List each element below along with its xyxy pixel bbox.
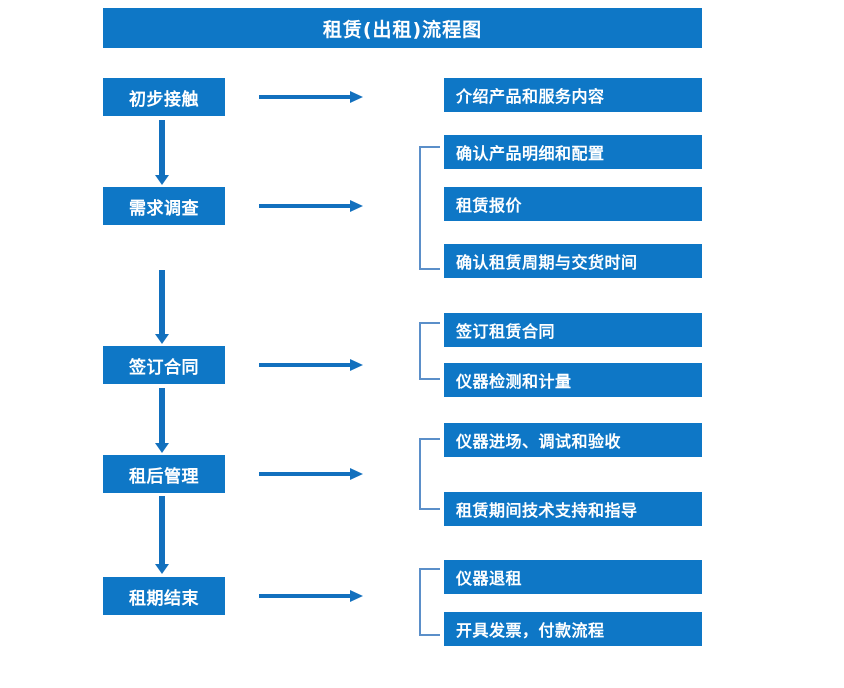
detail-node-3[interactable]: 租赁报价 xyxy=(444,187,702,221)
detail-node-10[interactable]: 开具发票，付款流程 xyxy=(444,612,702,646)
group-bracket-5 xyxy=(419,568,440,636)
arrow-head-down-icon xyxy=(155,175,169,185)
stage-node-1[interactable]: 初步接触 xyxy=(103,78,225,116)
detail-node-9[interactable]: 仪器退租 xyxy=(444,560,702,594)
flow-arrow-down-4 xyxy=(155,496,169,574)
group-bracket-3 xyxy=(419,322,440,380)
flow-arrow-down-2 xyxy=(155,270,169,344)
arrow-shaft xyxy=(159,388,165,443)
detail-node-1[interactable]: 介绍产品和服务内容 xyxy=(444,78,702,112)
connector-arrow-right-4 xyxy=(259,468,363,480)
stage-node-4[interactable]: 租后管理 xyxy=(103,455,225,493)
group-bracket-2 xyxy=(419,146,440,270)
stage-node-5[interactable]: 租期结束 xyxy=(103,577,225,615)
stage-node-2[interactable]: 需求调查 xyxy=(103,187,225,225)
detail-node-4[interactable]: 确认租赁周期与交货时间 xyxy=(444,244,702,278)
detail-node-5[interactable]: 签订租赁合同 xyxy=(444,313,702,347)
arrow-shaft xyxy=(259,363,351,367)
flow-arrow-down-3 xyxy=(155,388,169,453)
stage-node-3[interactable]: 签订合同 xyxy=(103,346,225,384)
page-title: 租赁(出租)流程图 xyxy=(103,8,702,48)
detail-node-8[interactable]: 租赁期间技术支持和指导 xyxy=(444,492,702,526)
arrow-shaft xyxy=(159,270,165,334)
connector-arrow-right-5 xyxy=(259,590,363,602)
arrow-head-down-icon xyxy=(155,334,169,344)
connector-arrow-right-1 xyxy=(259,91,363,103)
detail-node-2[interactable]: 确认产品明细和配置 xyxy=(444,135,702,169)
arrow-head-right-icon xyxy=(350,590,363,602)
arrow-head-right-icon xyxy=(350,200,363,212)
group-bracket-4 xyxy=(419,438,440,510)
arrow-head-right-icon xyxy=(350,468,363,480)
detail-node-6[interactable]: 仪器检测和计量 xyxy=(444,363,702,397)
connector-arrow-right-2 xyxy=(259,200,363,212)
arrow-head-down-icon xyxy=(155,443,169,453)
arrow-shaft xyxy=(259,472,351,476)
arrow-shaft xyxy=(259,95,351,99)
arrow-shaft xyxy=(259,594,351,598)
arrow-head-right-icon xyxy=(350,359,363,371)
arrow-shaft xyxy=(259,204,351,208)
flow-arrow-down-1 xyxy=(155,120,169,185)
arrow-head-down-icon xyxy=(155,564,169,574)
detail-node-7[interactable]: 仪器进场、调试和验收 xyxy=(444,423,702,457)
arrow-shaft xyxy=(159,120,165,175)
arrow-head-right-icon xyxy=(350,91,363,103)
arrow-shaft xyxy=(159,496,165,564)
connector-arrow-right-3 xyxy=(259,359,363,371)
